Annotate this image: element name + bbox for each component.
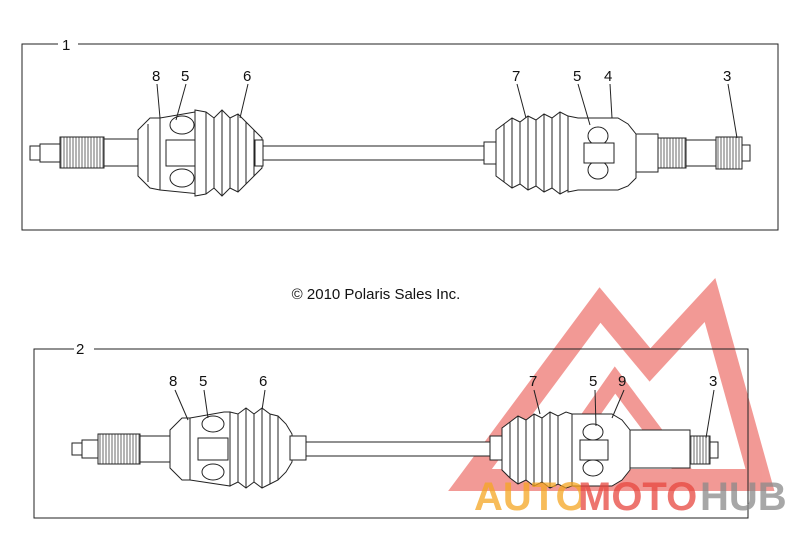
callout-1-bearing-outer: 5 [573,68,581,85]
watermark-part-moto: MOTO [578,475,697,519]
assembly-1 [21,43,779,231]
copyright-notice: © 2010 Polaris Sales Inc. [291,286,461,303]
callout-1-boot-outer: 7 [512,68,520,85]
assembly-2 [33,348,749,519]
callout-2-boot-outer: 7 [529,373,537,390]
assembly-1-frame [21,43,779,231]
callout-2-joint-housing: 8 [169,373,177,390]
callout-1-stub-shaft: 3 [723,68,731,85]
assembly-2-label: 2 [76,341,84,358]
watermark-text: AUTO MOTO HUB [474,475,787,519]
assembly-2-frame [33,348,749,519]
callout-1-boot-inner: 6 [243,68,251,85]
callout-2-cv-housing: 9 [618,373,626,390]
callout-1-joint-housing: 8 [152,68,160,85]
callout-2-bearing-outer: 5 [589,373,597,390]
assembly-1-label: 1 [62,37,70,54]
watermark-part-hub: HUB [700,475,787,519]
callout-2-bearing-inner: 5 [199,373,207,390]
callout-2-stub-shaft: 3 [709,373,717,390]
callout-2-boot-inner: 6 [259,373,267,390]
watermark-part-auto: AUTO [474,475,587,519]
callout-1-bearing-inner: 5 [181,68,189,85]
callout-1-cv-housing: 4 [604,68,612,85]
